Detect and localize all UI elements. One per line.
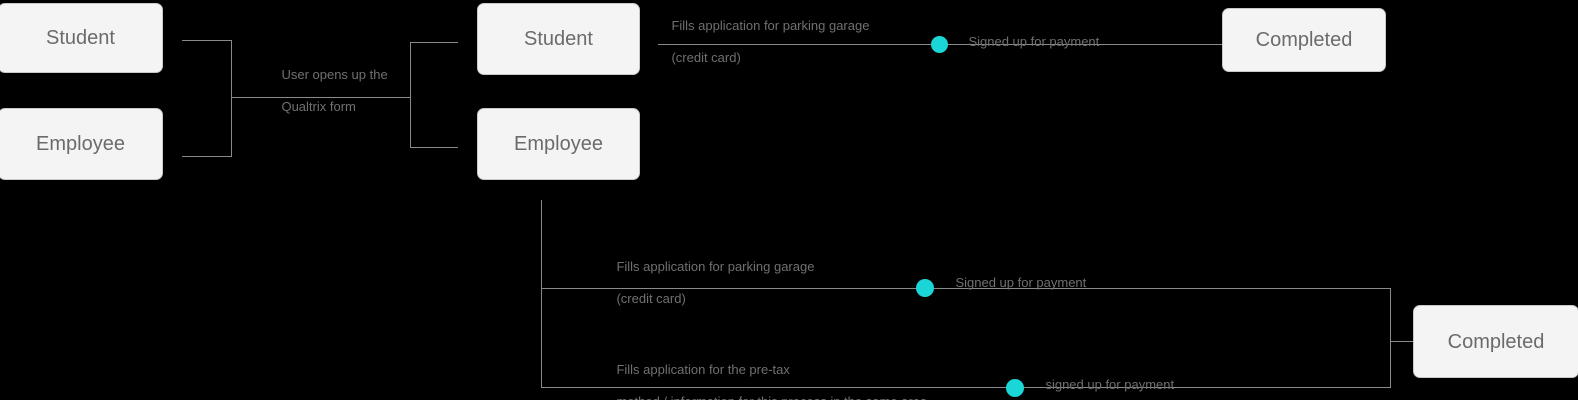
connector-employee-credit-path	[541, 288, 1391, 289]
caption-line-2: (credit card)	[671, 50, 741, 65]
node-stage1-student[interactable]: Student	[0, 3, 163, 73]
connector-employee-merge-bar	[1390, 288, 1391, 388]
employee-credit-payment-milestone-dot	[916, 279, 934, 297]
employee-pretax-payment-milestone-dot	[1006, 379, 1024, 397]
caption-text: Signed up for payment	[955, 275, 1087, 290]
caption-employee-pretax-application: Fills application for the pre-tax method…	[602, 346, 1002, 400]
caption-employee-credit-signed-up: Signed up for payment	[941, 259, 1086, 307]
connector-stage1-student-stub	[182, 40, 232, 41]
connector-stage2-student-stub	[410, 42, 458, 43]
connector-stage1-merge-bar	[231, 40, 232, 157]
caption-student-fills-application: Fills application for parking garage (cr…	[657, 2, 987, 82]
caption-line-1: Fills application for parking garage	[671, 18, 870, 33]
node-label: Student	[46, 27, 115, 49]
caption-employee-pretax-signed-up: signed up for payment	[1031, 361, 1174, 400]
connector-opens-form-trunk	[231, 97, 411, 98]
node-label: Completed	[1447, 330, 1545, 353]
caption-text: signed up for payment	[1045, 377, 1175, 392]
caption-line-2: (credit card)	[616, 291, 686, 306]
node-label: Completed	[1255, 29, 1353, 51]
node-label: Employee	[36, 133, 125, 155]
node-label: Employee	[514, 133, 603, 155]
connector-stage2-split-bar	[410, 42, 411, 148]
connector-stage2-employee-stub	[410, 147, 458, 148]
caption-line-1: User opens up the	[281, 67, 388, 82]
caption-employee-credit-application: Fills application for parking garage (cr…	[602, 243, 942, 323]
caption-line-2: Qualtrix form	[281, 99, 356, 114]
node-stage2-student[interactable]: Student	[477, 3, 640, 75]
connector-stage1-employee-stub	[182, 156, 232, 157]
node-stage1-employee[interactable]: Employee	[0, 108, 163, 180]
caption-student-signed-up: Signed up for payment	[954, 18, 1099, 66]
node-completed-top[interactable]: Completed	[1222, 8, 1386, 72]
node-completed-bottom[interactable]: Completed	[1413, 305, 1578, 378]
node-stage2-employee[interactable]: Employee	[477, 108, 640, 180]
caption-text: Signed up for payment	[968, 34, 1100, 49]
connector-employee-merge-stub	[1390, 341, 1414, 342]
caption-line-2: method / information for this process in…	[616, 394, 927, 400]
caption-opens-form: User opens up the Qualtrix form	[267, 51, 417, 131]
caption-line-1: Fills application for parking garage	[616, 259, 815, 274]
connector-employee-pretax-path	[541, 387, 1391, 388]
student-payment-milestone-dot	[931, 36, 948, 53]
caption-line-1: Fills application for the pre-tax	[616, 362, 790, 377]
connector-employee-split-bar	[541, 200, 542, 388]
node-label: Student	[524, 28, 593, 50]
